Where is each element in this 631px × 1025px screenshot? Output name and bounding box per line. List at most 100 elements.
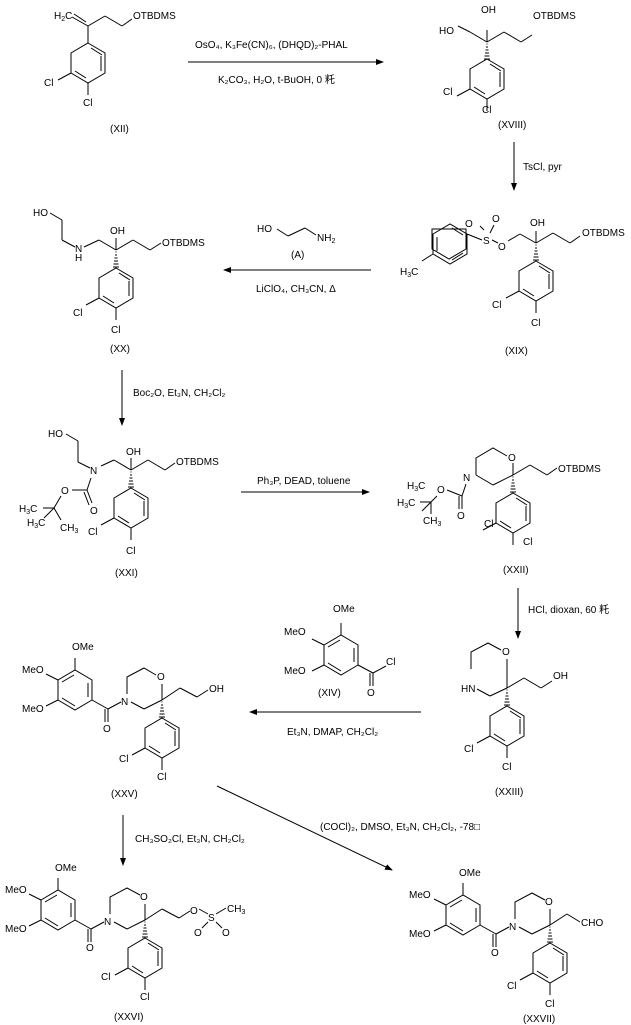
carbamate-nitrogen: N <box>90 466 97 477</box>
methyl-group: CH3 <box>423 516 441 528</box>
reagents-above: OsO₄, K₃Fe(CN)₆, (DHQD)₂-PHAL <box>195 40 348 51</box>
conditions-below: K₂CO₃, H₂O, t-BuOH, 0 籷 <box>218 73 335 86</box>
hydroxyl-group: OH <box>530 218 545 229</box>
step-2: TsCl, pyr <box>511 142 563 191</box>
methyl-group: H3C <box>27 518 45 530</box>
compound-label-XIV: (XIV) <box>318 688 341 699</box>
methoxy-group: OMe <box>459 868 481 879</box>
ring-nitrogen: N <box>463 473 470 484</box>
step-7: Cl O OMe MeO MeO (XIV) Et₃N, DMAP, CH₂Cl… <box>249 604 421 738</box>
compound-XXVI: OMe MeO MeO O N O O S CH3 O O Cl Cl (XXV… <box>5 863 245 1023</box>
reagent-A: HO NH2 (A) <box>257 224 335 261</box>
otbdms-group: OTBDMS <box>162 238 205 249</box>
compound-label-XXII: (XXII) <box>503 565 529 576</box>
ester-oxygen: O <box>61 486 69 497</box>
methyl-group: H3C <box>397 498 415 510</box>
compound-label-XII: (XII) <box>110 124 129 135</box>
carbonyl-oxygen: O <box>457 511 465 522</box>
compound-XII: H2C OTBDMS Cl Cl (XII) <box>44 11 176 135</box>
methoxy-group: MeO <box>409 929 431 940</box>
oxo-group: O <box>222 928 230 939</box>
amino-group: NH2 <box>317 233 335 245</box>
methyl-group: CH3 <box>227 904 245 916</box>
methyl-group: CH3 <box>60 523 78 535</box>
methoxy-group: MeO <box>22 704 44 715</box>
conditions-below: LiClO₄, CH₃CN, Δ <box>256 284 336 295</box>
chloro-group: Cl <box>443 87 452 98</box>
otbdms-group: OTBDMS <box>582 228 625 239</box>
ring-oxygen: O <box>508 453 516 464</box>
chloro-group: Cl <box>88 527 97 538</box>
step-4: Boc₂O, Et₃N, CH₂Cl₂ <box>119 370 226 426</box>
step-5: Ph₃P, DEAD, toluene <box>241 476 370 495</box>
oxo-group: O <box>465 219 473 230</box>
chloro-group: Cl <box>44 78 53 89</box>
conditions-below: Et₃N, DMAP, CH₂Cl₂ <box>287 727 378 738</box>
chloro-group: Cl <box>140 992 149 1003</box>
sulfur-atom: S <box>483 236 490 247</box>
ester-oxygen: O <box>437 485 445 496</box>
hydroxyl-group: HO <box>439 26 454 37</box>
methoxy-group: MeO <box>22 665 44 676</box>
chloro-group: Cl <box>464 744 473 755</box>
compound-XXII: O N OTBDMS O O H3C H3C CH3 Cl Cl (XXII) <box>397 447 601 576</box>
compound-label-XXI: (XXI) <box>115 568 138 579</box>
chloro-group: Cl <box>523 537 532 548</box>
chloro-group: Cl <box>111 325 120 336</box>
step-3: HO NH2 (A) LiClO₄, CH₃CN, Δ <box>223 224 371 295</box>
ring-nh: HN <box>461 684 475 695</box>
compound-label-XXIII: (XXIII) <box>495 787 523 798</box>
compound-label-A: (A) <box>291 250 304 261</box>
reagents-side: Boc₂O, Et₃N, CH₂Cl₂ <box>133 388 226 399</box>
hydroxyl-group: OH <box>126 447 141 458</box>
h2c-group: H2C <box>54 11 72 23</box>
step-1: OsO₄, K₃Fe(CN)₆, (DHQD)₂-PHAL K₂CO₃, H₂O… <box>188 40 384 86</box>
sulfur-atom: S <box>208 913 215 924</box>
hydroxyl-group: OH <box>209 684 224 695</box>
chloro-group: Cl <box>531 318 540 329</box>
compound-XXI: HO N OH OTBDMS O O H3C H3C CH3 Cl Cl (XX… <box>19 429 219 579</box>
chloro-group: Cl <box>482 105 491 116</box>
chloro-group: Cl <box>73 308 82 319</box>
compound-label-XXVII: (XXVII) <box>523 1014 555 1025</box>
compound-label-XIX: (XIX) <box>505 346 528 357</box>
hydroxyl-group: OH <box>553 671 568 682</box>
aldehyde-group: CHO <box>581 918 603 929</box>
step-6: HCl, dioxan, 60 籷 <box>515 588 609 639</box>
chloro-group: Cl <box>502 762 511 773</box>
compound-label-XX: (XX) <box>110 344 130 355</box>
methyl-group: H3C <box>407 481 425 493</box>
reagents-above: (COCl)₂, DMSO, Et₃N, CH₂Cl₂, -78□ <box>320 822 480 833</box>
reagents-side: TsCl, pyr <box>523 162 563 173</box>
hydroxyl-group: OH <box>481 5 496 16</box>
methoxy-group: MeO <box>409 890 431 901</box>
methoxy-group: MeO <box>5 885 27 896</box>
step-9: (COCl)₂, DMSO, Et₃N, CH₂Cl₂, -78□ <box>216 785 480 871</box>
carbonyl-oxygen: O <box>86 943 94 954</box>
otbdms-group: OTBDMS <box>533 11 576 22</box>
chloro-group: Cl <box>101 972 110 983</box>
compound-XXVII: OMe MeO MeO O N O CHO Cl Cl (XXVII) <box>409 868 603 1025</box>
reagents-side: HCl, dioxan, 60 籷 <box>528 603 609 616</box>
chloro-group: Cl <box>484 519 493 530</box>
ester-oxygen: O <box>498 242 506 253</box>
otbdms-group: OTBDMS <box>133 11 176 22</box>
methoxy-group: OMe <box>333 604 355 615</box>
compound-label-XXV: (XXV) <box>111 789 138 800</box>
ring-oxygen: O <box>502 647 510 658</box>
compound-XXIII: O HN OH Cl Cl (XXIII) <box>461 642 568 798</box>
otbdms-group: OTBDMS <box>176 457 219 468</box>
chloro-group: Cl <box>507 981 516 992</box>
carbonyl-oxygen: O <box>103 724 111 735</box>
amine-hydrogen: H <box>75 253 82 264</box>
compound-XX: HO N H OH OTBDMS Cl Cl (XX) <box>33 208 205 355</box>
oxo-group: O <box>492 214 500 225</box>
otbdms-group: OTBDMS <box>558 464 601 475</box>
compound-XVIII: HO OH OTBDMS Cl Cl (XVIII) <box>439 5 576 131</box>
reagents-side: CH₃SO₂Cl, Et₃N, CH₂Cl₂ <box>135 834 245 845</box>
methoxy-group: MeO <box>5 924 27 935</box>
chloro-group: Cl <box>545 999 554 1010</box>
step-8: CH₃SO₂Cl, Et₃N, CH₂Cl₂ <box>120 815 245 866</box>
ring-oxygen: O <box>157 672 165 683</box>
